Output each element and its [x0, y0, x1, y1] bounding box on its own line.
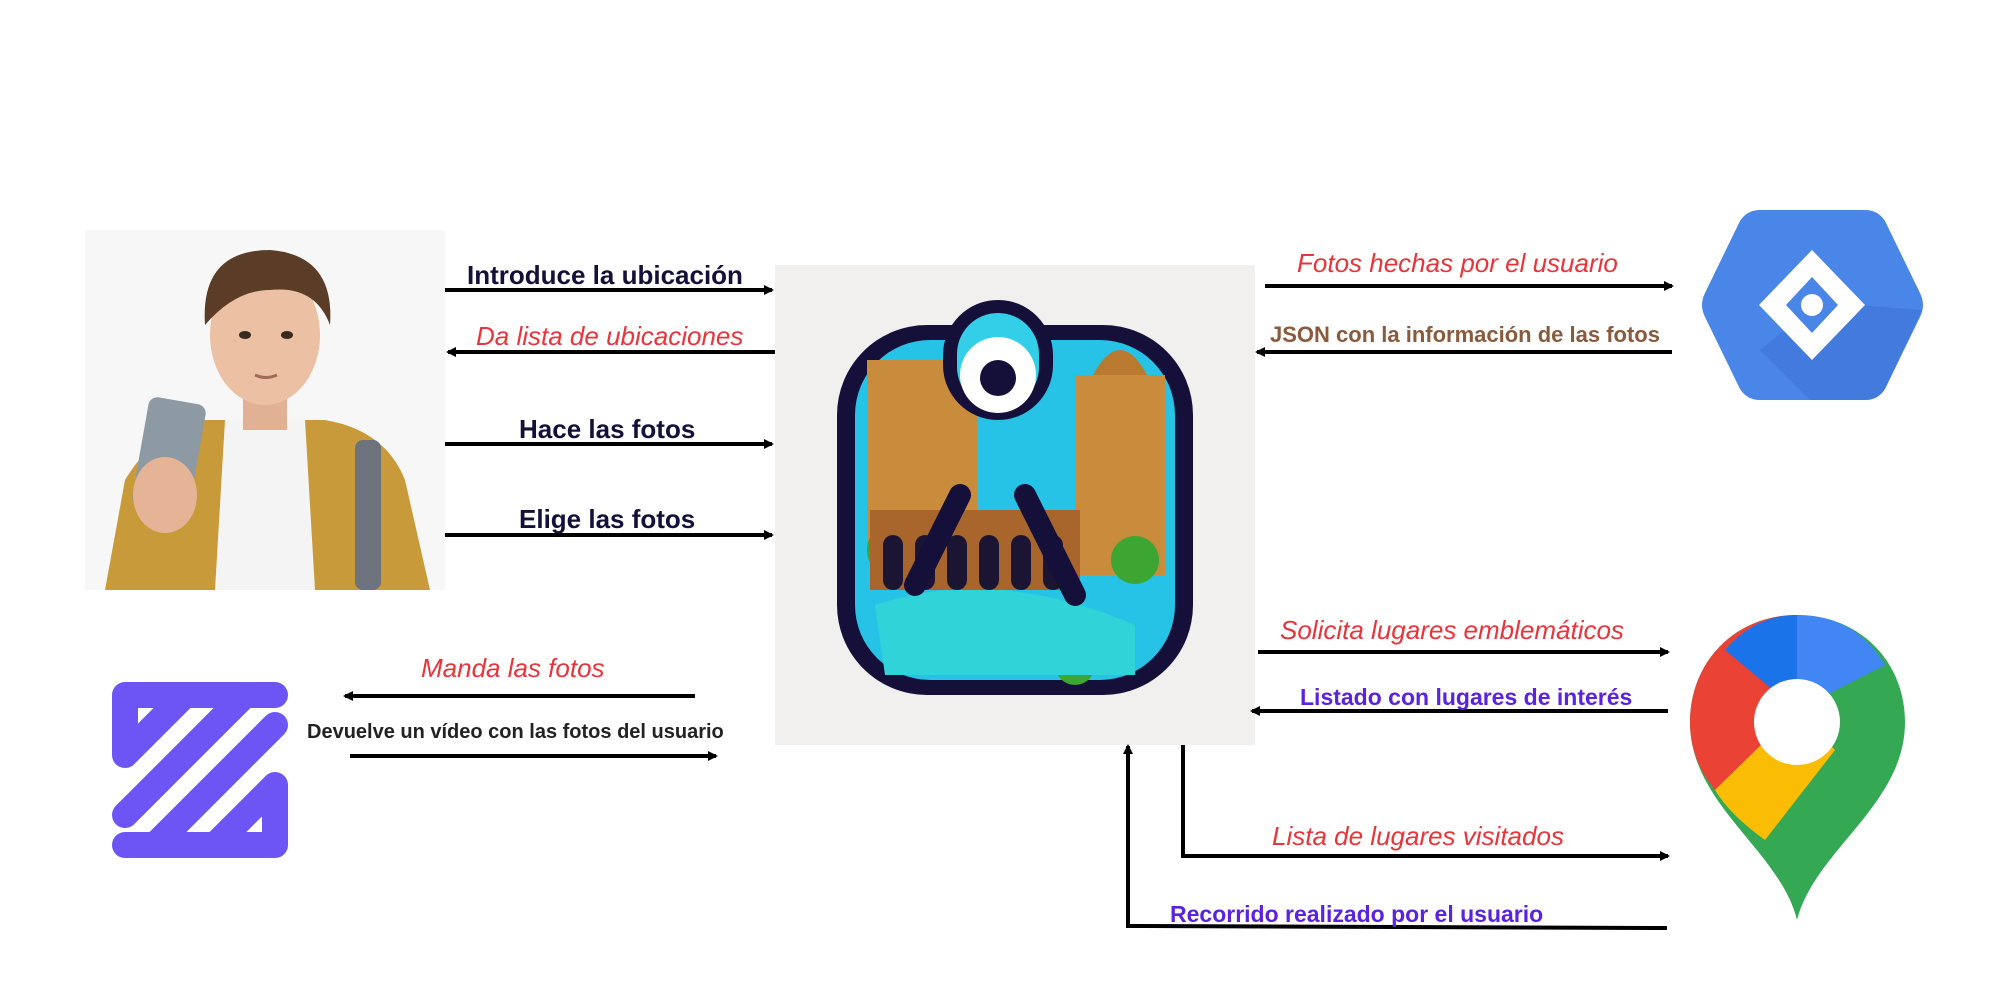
- label-da-lista-ubicaciones: Da lista de ubicaciones: [476, 321, 744, 351]
- google-maps-pin-icon: [1690, 615, 1905, 920]
- user-picture: [85, 230, 445, 590]
- label-lista-visitados: Lista de lugares visitados: [1272, 821, 1564, 851]
- label-fotos-usuario: Fotos hechas por el usuario: [1297, 248, 1618, 278]
- video-service-icon: [112, 682, 288, 858]
- label-manda-fotos: Manda las fotos: [421, 653, 605, 683]
- label-solicita-lugares: Solicita lugares emblemáticos: [1280, 615, 1624, 645]
- arrow-lista-visitados: [1181, 745, 1670, 861]
- label-listado-lugares: Listado con lugares de interés: [1300, 684, 1633, 710]
- video-service: [105, 675, 295, 865]
- label-devuelve-video: Devuelve un vídeo con las fotos del usua…: [307, 721, 724, 743]
- label-elige-fotos: Elige las fotos: [519, 504, 696, 534]
- app-logo-icon: [837, 300, 1193, 695]
- label-hace-fotos: Hace las fotos: [519, 414, 696, 444]
- maps-service: [1685, 610, 1910, 930]
- app-logo-panel: [775, 265, 1255, 745]
- google-cloud-vision-icon: [1702, 210, 1923, 400]
- label-introduce-ubicacion: Introduce la ubicación: [467, 260, 743, 290]
- label-json-informacion: JSON con la información de las fotos: [1270, 322, 1660, 347]
- user-with-phone-icon: [105, 250, 430, 590]
- label-recorrido: Recorrido realizado por el usuario: [1170, 901, 1544, 927]
- arrow-recorrido: [1123, 744, 1668, 930]
- vision-service: [1700, 205, 1925, 405]
